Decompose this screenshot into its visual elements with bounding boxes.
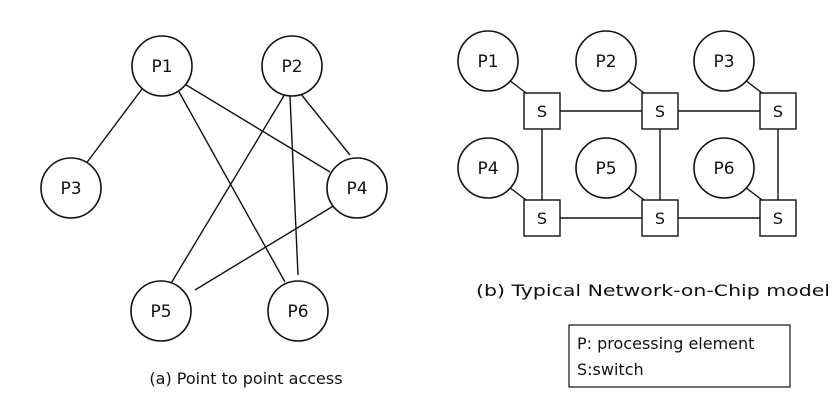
- switch-6-label: S: [773, 209, 783, 228]
- legend-box: [568, 324, 791, 388]
- node-a-p4-label: P4: [346, 179, 367, 199]
- node-b-p4-label: P4: [477, 159, 498, 179]
- edge-p2-p4: [299, 92, 351, 156]
- switch-3-label: S: [773, 102, 783, 121]
- switch-2-label: S: [655, 102, 665, 121]
- node-b-p3-label: P3: [713, 52, 734, 72]
- switch-1: S: [523, 92, 561, 130]
- switch-1-label: S: [537, 102, 547, 121]
- node-a-p1: P1: [131, 35, 193, 97]
- node-b-p1: P1: [457, 30, 519, 92]
- legend-line-1: P: processing element: [577, 334, 754, 353]
- node-a-p6-label: P6: [287, 302, 308, 322]
- node-a-p5-label: P5: [150, 302, 171, 322]
- switch-4: S: [523, 199, 561, 237]
- node-a-p6: P6: [267, 280, 329, 342]
- switch-3: S: [759, 92, 797, 130]
- diagram-a-edges: [84, 79, 351, 291]
- caption-a: (a) Point to point access: [149, 369, 342, 388]
- node-b-p2-label: P2: [595, 52, 616, 72]
- edge-p2-p5: [169, 93, 286, 286]
- node-a-p2-label: P2: [281, 57, 302, 77]
- node-a-p1-label: P1: [151, 57, 172, 77]
- node-a-p2: P2: [261, 35, 323, 97]
- switch-2: S: [641, 92, 679, 130]
- edge-p1-p6: [177, 89, 286, 283]
- node-a-p3-label: P3: [60, 179, 81, 199]
- edge-p1-p4: [177, 79, 331, 173]
- edge-p2-p6: [289, 95, 299, 276]
- node-b-p1-label: P1: [477, 52, 498, 72]
- edge-p4-p5: [194, 204, 336, 291]
- node-a-p5: P5: [130, 280, 192, 342]
- switch-5-label: S: [655, 209, 665, 228]
- node-b-p5-label: P5: [595, 159, 616, 179]
- edge-p1-p3: [84, 84, 146, 166]
- node-b-p3: P3: [693, 30, 755, 92]
- node-b-p2: P2: [575, 30, 637, 92]
- legend: P: processing element S:switch: [568, 324, 791, 388]
- node-a-p3: P3: [40, 157, 102, 219]
- switch-4-label: S: [537, 209, 547, 228]
- node-b-p6: P6: [693, 137, 755, 199]
- node-b-p4: P4: [457, 137, 519, 199]
- node-a-p4: P4: [326, 157, 388, 219]
- switch-5: S: [641, 199, 679, 237]
- switch-6: S: [759, 199, 797, 237]
- caption-b: (b) Typical Network-on-Chip model: [476, 281, 830, 300]
- node-b-p6-label: P6: [713, 159, 734, 179]
- legend-line-2: S:switch: [577, 360, 644, 379]
- node-b-p5: P5: [575, 137, 637, 199]
